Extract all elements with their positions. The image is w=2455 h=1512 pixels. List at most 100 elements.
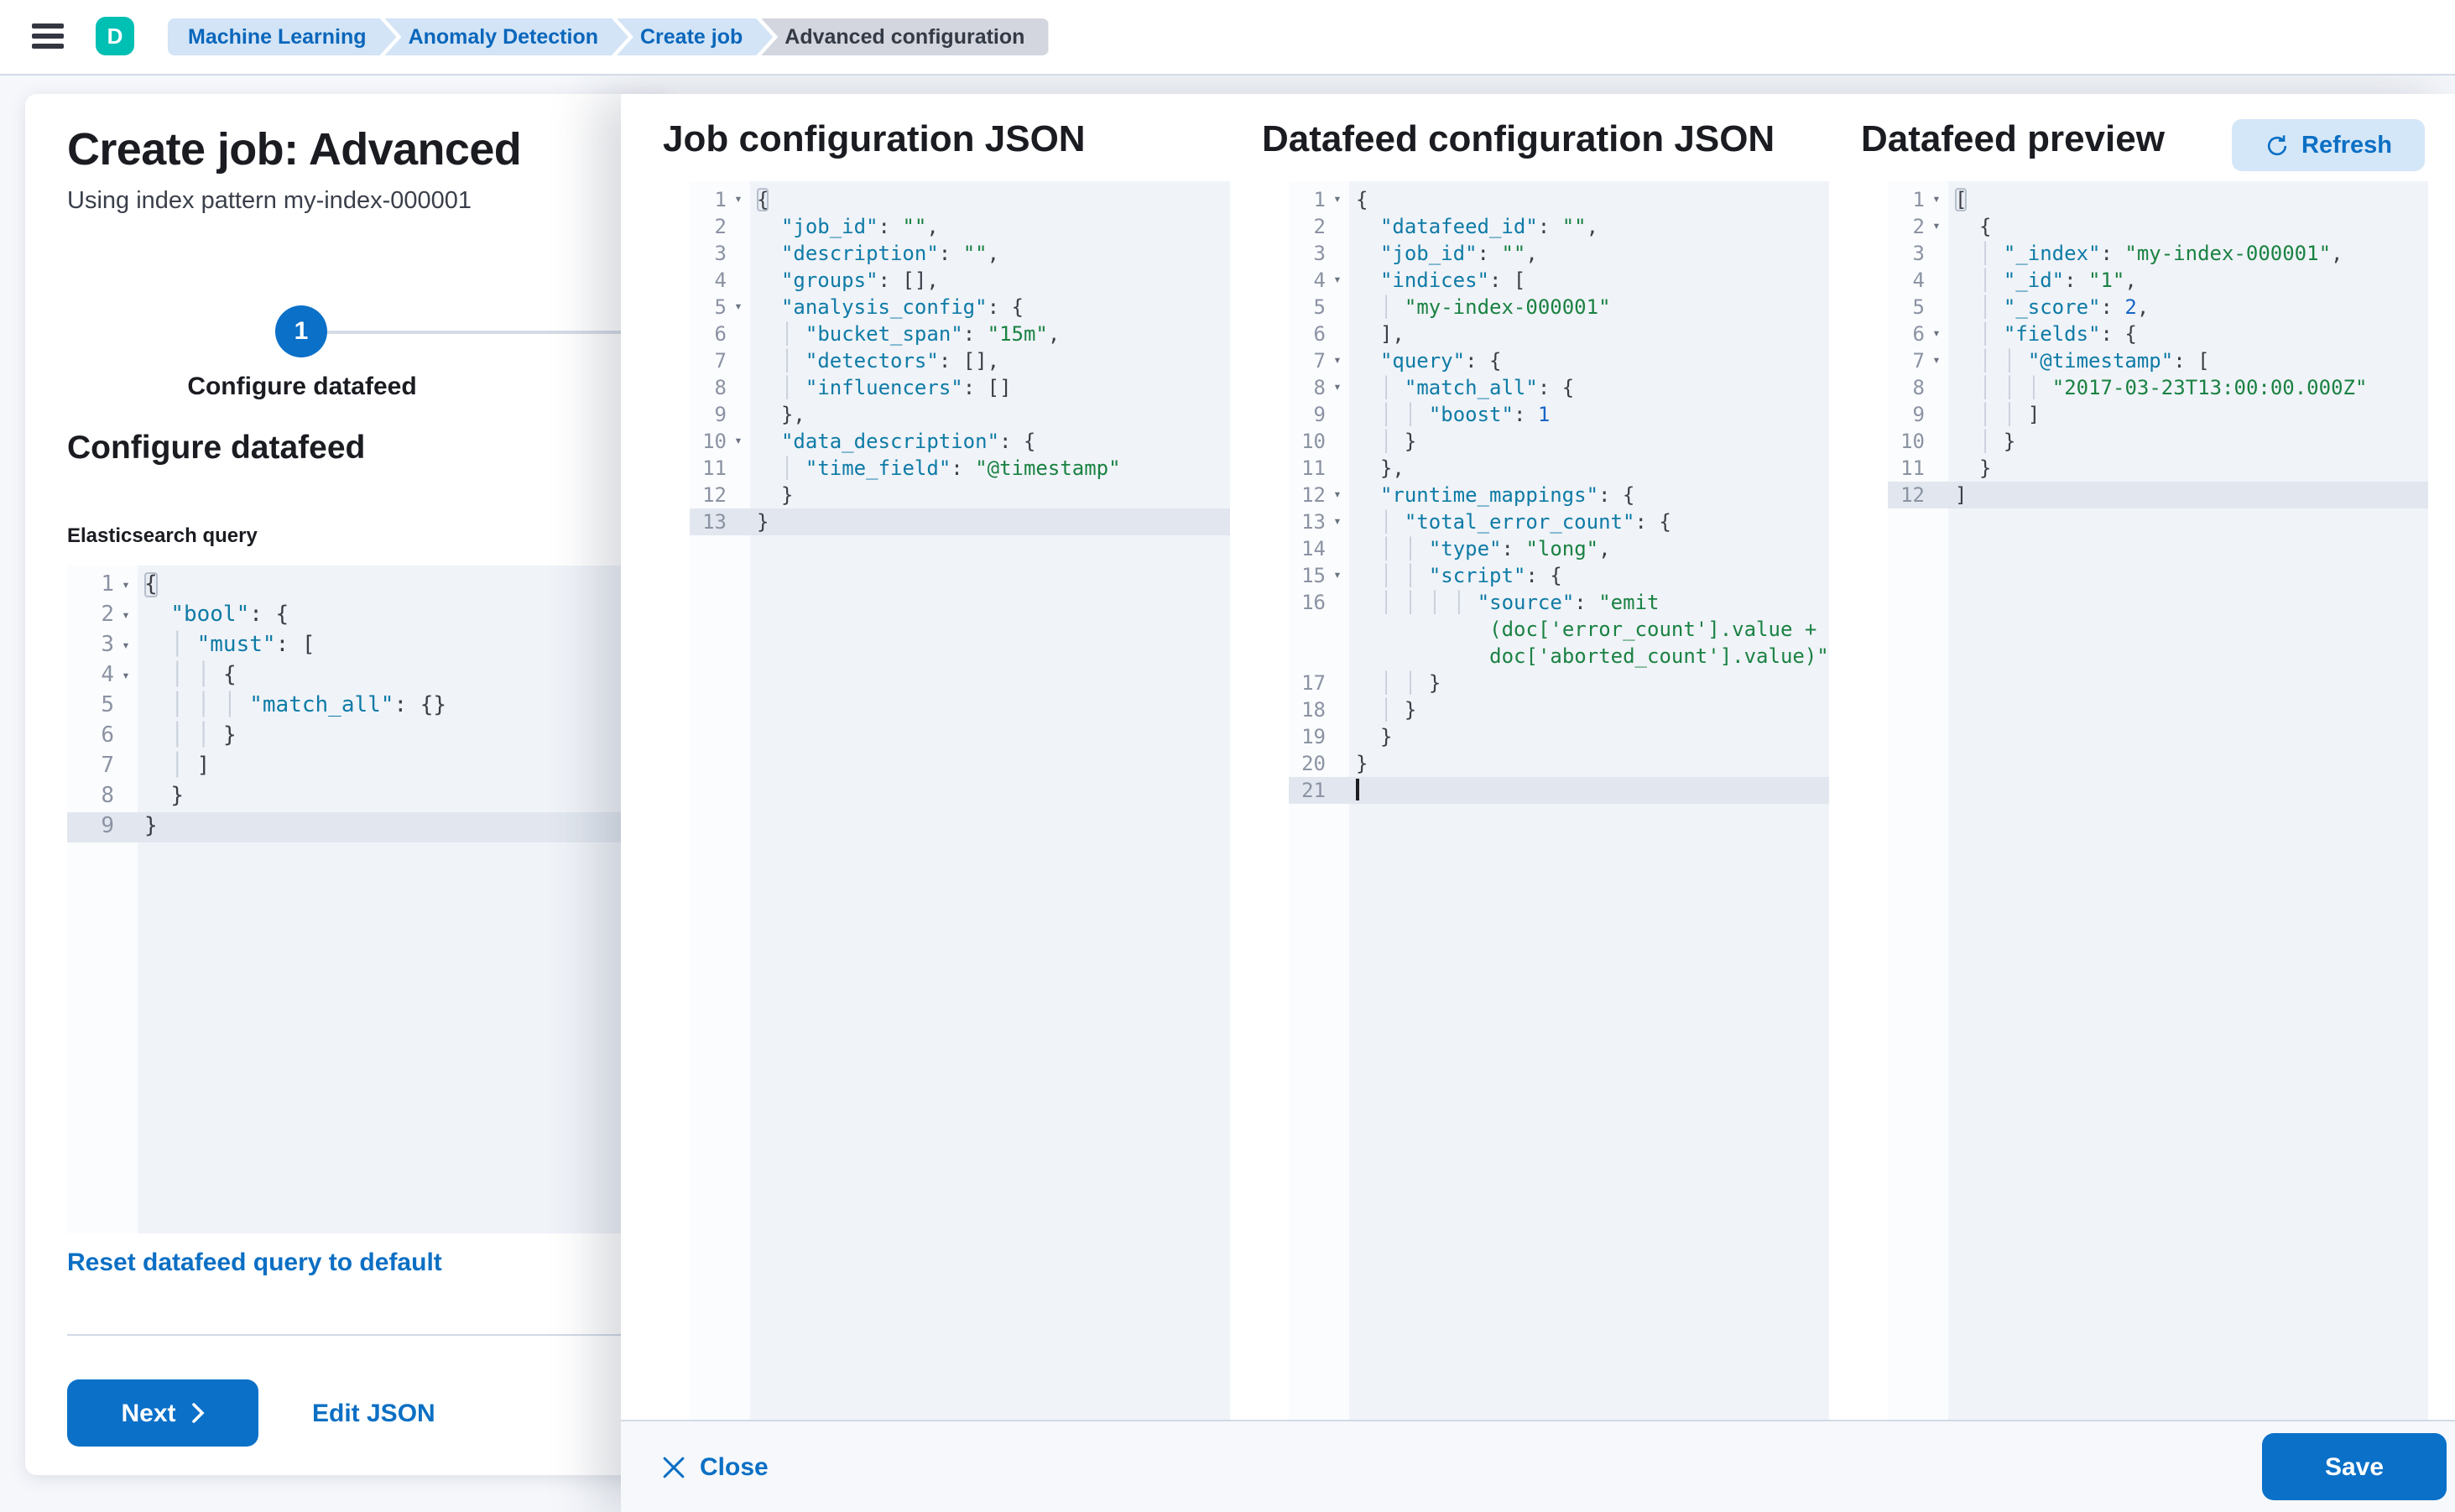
code-line[interactable]: 5 │ │ │ "match_all": {} (67, 691, 671, 722)
avatar[interactable]: D (96, 17, 134, 55)
datafeed-config-json-editor[interactable]: 1▾{2 "datafeed_id": "",3 "job_id": "",4▾… (1289, 181, 1829, 1421)
code-line[interactable]: 1▾{ (690, 186, 1230, 213)
fold-toggle-icon[interactable]: ▾ (1333, 514, 1342, 529)
fold-toggle-icon[interactable]: ▾ (734, 299, 743, 314)
code-line[interactable]: 4 │ "_id": "1", (1888, 267, 2428, 294)
fold-toggle-icon[interactable]: ▾ (1932, 326, 1941, 341)
breadcrumb-item[interactable]: Create job (617, 18, 773, 55)
code-line[interactable]: 6 │ │ } (67, 722, 671, 752)
fold-toggle-icon[interactable]: ▾ (734, 433, 743, 448)
code-line[interactable]: 9 }, (690, 401, 1230, 428)
fold-toggle-icon[interactable]: ▾ (122, 577, 130, 592)
code-line[interactable]: 11 } (1888, 455, 2428, 482)
code-line[interactable]: 3 "description": "", (690, 240, 1230, 267)
code-line[interactable]: 5 │ "_score": 2, (1888, 294, 2428, 321)
datafeed-preview-editor[interactable]: 1▾[2▾ {3 │ "_index": "my-index-000001",4… (1888, 181, 2428, 1421)
code-line[interactable]: 12 } (690, 482, 1230, 508)
save-button[interactable]: Save (2262, 1433, 2447, 1500)
code-line[interactable]: 7▾ │ │ "@timestamp": [ (1888, 347, 2428, 374)
code-line[interactable]: 7 │ "detectors": [], (690, 347, 1230, 374)
reset-datafeed-query-link[interactable]: Reset datafeed query to default (67, 1249, 442, 1277)
fold-toggle-icon[interactable]: ▾ (1932, 218, 1941, 233)
code-line[interactable]: 3▾ │ "must": [ (67, 631, 671, 661)
code-text: } (144, 814, 158, 839)
code-line[interactable]: 8▾ │ "match_all": { (1289, 374, 1829, 401)
code-line[interactable]: 4▾ │ │ { (67, 661, 671, 691)
menu-icon[interactable] (32, 23, 64, 50)
code-line[interactable]: 18 │ } (1289, 696, 1829, 723)
breadcrumb-item[interactable]: Anomaly Detection (385, 18, 628, 55)
elasticsearch-query-label: Elasticsearch query (67, 524, 258, 547)
breadcrumb-item[interactable]: Machine Learning (168, 18, 397, 55)
code-text: │ "_index": "my-index-000001", (1978, 242, 2343, 265)
code-line[interactable]: 16 │ │ │ │ "source": "emit (1289, 589, 1829, 616)
fold-toggle-icon[interactable]: ▾ (1333, 487, 1342, 502)
code-line[interactable]: 4▾ "indices": [ (1289, 267, 1829, 294)
code-line[interactable]: 2 "datafeed_id": "", (1289, 213, 1829, 240)
code-line[interactable]: 11 }, (1289, 455, 1829, 482)
code-line[interactable]: 5 │ "my-index-000001" (1289, 294, 1829, 321)
code-line[interactable]: 4 "groups": [], (690, 267, 1230, 294)
code-line[interactable]: 3 │ "_index": "my-index-000001", (1888, 240, 2428, 267)
code-line[interactable]: 8 │ "influencers": [] (690, 374, 1230, 401)
code-line[interactable]: 9 │ │ "boost": 1 (1289, 401, 1829, 428)
code-line[interactable]: 20} (1289, 750, 1829, 777)
code-line[interactable]: 7▾ "query": { (1289, 347, 1829, 374)
code-text: "data_description": { (780, 430, 1036, 453)
line-number: 8 (714, 376, 727, 399)
code-line[interactable]: 6▾ │ "fields": { (1888, 321, 2428, 347)
code-line[interactable]: 10 │ } (1888, 428, 2428, 455)
fold-toggle-icon[interactable]: ▾ (1333, 567, 1342, 582)
fold-toggle-icon[interactable]: ▾ (1333, 191, 1342, 206)
code-text: } (757, 510, 769, 534)
code-line[interactable]: 3 "job_id": "", (1289, 240, 1829, 267)
refresh-button[interactable]: Refresh (2232, 119, 2425, 171)
code-line[interactable]: 9 │ │ ] (1888, 401, 2428, 428)
job-config-json-editor[interactable]: 1▾{2 "job_id": "",3 "description": "",4 … (690, 181, 1230, 1421)
code-line[interactable]: 8 │ │ │ "2017-03-23T13:00:00.000Z" (1888, 374, 2428, 401)
code-line[interactable]: 2▾ "bool": { (67, 601, 671, 631)
code-line[interactable]: 5▾ "analysis_config": { (690, 294, 1230, 321)
code-line[interactable]: 7 │ ] (67, 752, 671, 782)
code-line[interactable]: 21 (1289, 777, 1829, 804)
step-1-indicator[interactable]: 1 (275, 305, 327, 357)
code-line[interactable]: 13▾ │ "total_error_count": { (1289, 508, 1829, 535)
fold-toggle-icon[interactable]: ▾ (122, 638, 130, 653)
fold-toggle-icon[interactable]: ▾ (1333, 352, 1342, 368)
code-line[interactable]: 1▾[ (1888, 186, 2428, 213)
fold-toggle-icon[interactable]: ▾ (122, 607, 130, 623)
code-line[interactable]: 12▾ "runtime_mappings": { (1289, 482, 1829, 508)
elasticsearch-query-editor[interactable]: 1▾{2▾ "bool": {3▾ │ "must": [4▾ │ │ {5 │… (67, 566, 671, 1233)
code-line[interactable]: 9} (67, 812, 671, 842)
fold-toggle-icon[interactable]: ▾ (1333, 379, 1342, 394)
fold-toggle-icon[interactable]: ▾ (122, 668, 130, 683)
code-line[interactable]: 2▾ { (1888, 213, 2428, 240)
code-line[interactable]: 2 "job_id": "", (690, 213, 1230, 240)
code-line[interactable]: 13} (690, 508, 1230, 535)
fold-toggle-icon[interactable]: ▾ (1333, 272, 1342, 287)
fold-toggle-icon[interactable]: ▾ (1932, 352, 1941, 368)
gutter-spacer (727, 482, 750, 508)
close-button[interactable]: Close (663, 1421, 769, 1512)
code-line[interactable]: (doc['error_count'].value + (1289, 616, 1829, 643)
code-line[interactable]: 11 │ "time_field": "@timestamp" (690, 455, 1230, 482)
code-line[interactable]: 1▾{ (67, 571, 671, 601)
code-line[interactable]: doc['aborted_count'].value)" (1289, 643, 1829, 670)
code-line[interactable]: 6 ], (1289, 321, 1829, 347)
fold-toggle-icon[interactable]: ▾ (734, 191, 743, 206)
code-line[interactable]: 6 │ "bucket_span": "15m", (690, 321, 1230, 347)
code-line[interactable]: 17 │ │ } (1289, 670, 1829, 696)
code-line[interactable]: 19 } (1289, 723, 1829, 750)
close-icon (663, 1456, 685, 1478)
fold-toggle-icon[interactable]: ▾ (1932, 191, 1941, 206)
code-line[interactable]: 15▾ │ │ "script": { (1289, 562, 1829, 589)
gutter-spacer (1326, 401, 1349, 428)
code-line[interactable]: 14 │ │ "type": "long", (1289, 535, 1829, 562)
next-button[interactable]: Next (67, 1379, 258, 1447)
code-line[interactable]: 10 │ } (1289, 428, 1829, 455)
code-line[interactable]: 1▾{ (1289, 186, 1829, 213)
code-line[interactable]: 12] (1888, 482, 2428, 508)
code-line[interactable]: 8 } (67, 782, 671, 812)
edit-json-link[interactable]: Edit JSON (312, 1400, 435, 1428)
code-line[interactable]: 10▾ "data_description": { (690, 428, 1230, 455)
